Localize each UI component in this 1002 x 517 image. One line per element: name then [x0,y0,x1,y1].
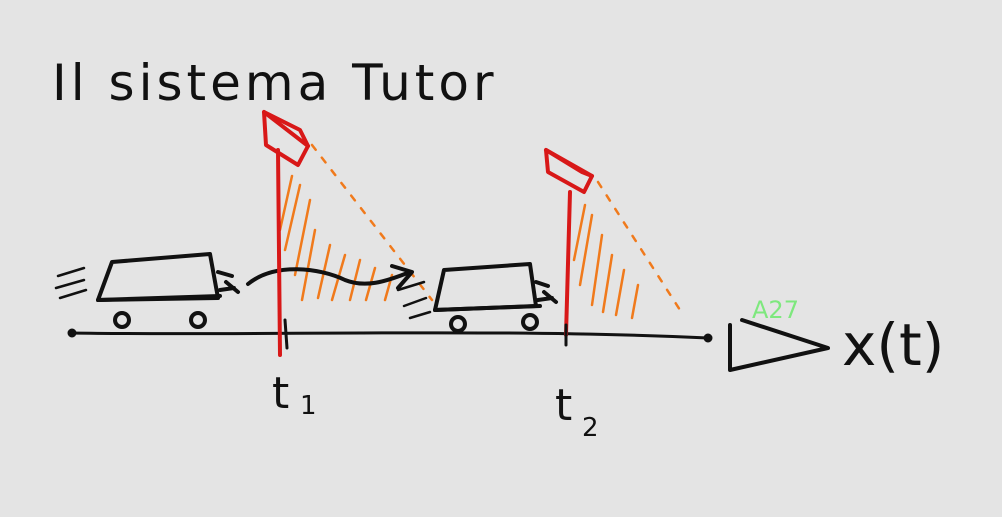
tick-t1 [283,318,289,350]
car-2-icon [396,262,558,333]
diagram-title: Il sistema Tutor [52,54,498,112]
time-label-t1-subscript: 1 [300,391,317,421]
road-label: A27 [752,296,799,324]
camera-beam-2 [572,180,682,320]
road-line [67,328,713,343]
axis-label: x(t) [842,311,944,379]
tutor-camera-1 [262,110,310,357]
tutor-camera-2 [544,148,594,337]
time-label-t2: t [555,380,572,431]
car-1-icon [54,252,240,329]
time-label-t1: t [272,368,289,419]
motion-arrow-icon [246,264,414,290]
axis-arrow-icon [728,318,830,372]
time-label-t2-subscript: 2 [582,413,599,443]
